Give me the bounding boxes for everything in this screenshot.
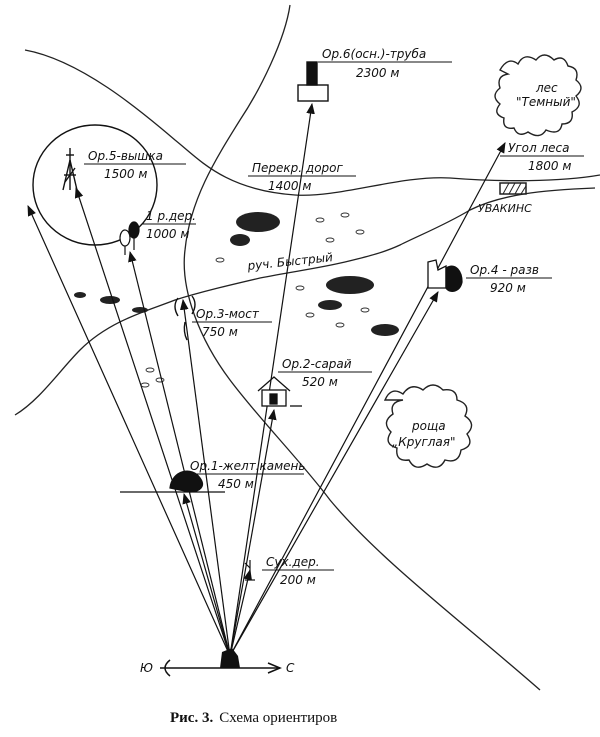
dry-tree-icon (244, 560, 255, 581)
label-op6: Ор.6(осн.)-труба 2300 м (318, 47, 452, 80)
forest-dark-outline (494, 54, 582, 137)
op4-distance: 920 м (490, 281, 526, 295)
barn-icon (257, 376, 302, 407)
label-tree1: 1 р.дер. 1000 м (142, 209, 196, 241)
label-forest-corner: Угол леса 1800 м (500, 141, 584, 173)
ray-dry-tree (229, 568, 253, 657)
label-op1: Ор.1-желт.камень 450 м (186, 459, 305, 491)
op3-name: Ор.3-мост (196, 307, 260, 321)
label-dry-tree: Сух.дер. 200 м (262, 555, 334, 587)
figure-caption: Рис. 3. Схема ориентиров (170, 710, 337, 726)
op3-distance: 750 м (202, 325, 238, 339)
caption-text: Схема ориентиров (219, 710, 337, 726)
bridge-icon (174, 295, 196, 341)
label-op4: Ор.4 - разв 920 м (466, 263, 552, 295)
op1-distance: 450 м (218, 477, 254, 491)
op5-name: Ор.5-вышка (88, 149, 163, 163)
op2-distance: 520 м (302, 375, 338, 389)
ray-op5-b (74, 186, 231, 657)
ray-tree1 (128, 250, 231, 657)
tower-icon (32, 124, 158, 246)
ray-op4 (229, 291, 439, 657)
label-forest-dark: лес "Темный" (516, 81, 576, 109)
label-op3: Ор.3-мост 750 м (192, 307, 272, 339)
grove-line2: „Круглая" (392, 435, 456, 449)
op1-name: Ор.1-желт.камень (190, 459, 305, 473)
terrain-lines (14, 4, 600, 691)
marsh-label: УВАКИНС (478, 202, 532, 215)
observer-point (220, 648, 240, 668)
chimney-icon (297, 61, 329, 102)
marsh-rect (499, 182, 527, 195)
op5-distance: 1500 м (104, 167, 147, 181)
stone-icon (120, 470, 225, 493)
marsh-area (74, 212, 399, 336)
op6-name: Ор.6(осн.)-труба (322, 47, 426, 61)
forest-dark-line2: "Темный" (516, 95, 576, 109)
compass-west-label: Ю (140, 661, 153, 675)
grove-outline (383, 384, 473, 468)
caption-prefix: Рис. 3. (170, 710, 213, 726)
tree-icon (119, 221, 140, 255)
tree1-name: 1 р.дер. (146, 209, 196, 223)
label-grove: роща „Круглая" (392, 419, 456, 449)
dry-tree-distance: 200 м (280, 573, 316, 587)
road-north (24, 49, 600, 196)
label-op5: Ор.5-вышка 1500 м (84, 149, 186, 181)
ruins-icon (427, 259, 463, 293)
forest-corner-distance: 1800 м (528, 159, 571, 173)
ray-op3 (179, 298, 231, 657)
ray-op1 (182, 492, 231, 657)
ray-op5 (27, 205, 231, 657)
grove-line1: роща (411, 419, 446, 433)
tree1-distance: 1000 м (146, 227, 189, 241)
dry-tree-name: Сух.дер. (266, 555, 320, 569)
stream-line (14, 187, 596, 416)
label-op2: Ор.2-сарай 520 м (278, 357, 372, 389)
compass-line (160, 659, 282, 677)
marsh-rect-hatch (502, 182, 527, 195)
road-curve (183, 4, 541, 691)
op6-distance: 2300 м (356, 66, 399, 80)
forest-dark-line1: лес (535, 81, 558, 95)
op2-name: Ор.2-сарай (282, 357, 352, 371)
label-crossroads: Перекр. дорог 1400 м (248, 161, 356, 193)
ray-op2 (229, 408, 277, 657)
direction-rays (27, 102, 506, 657)
compass-east-label: С (286, 661, 295, 675)
forest-corner-name: Угол леса (508, 141, 569, 155)
op4-name: Ор.4 - разв (470, 263, 539, 277)
crossroads-distance: 1400 м (268, 179, 311, 193)
crossroads-name: Перекр. дорог (252, 161, 343, 175)
